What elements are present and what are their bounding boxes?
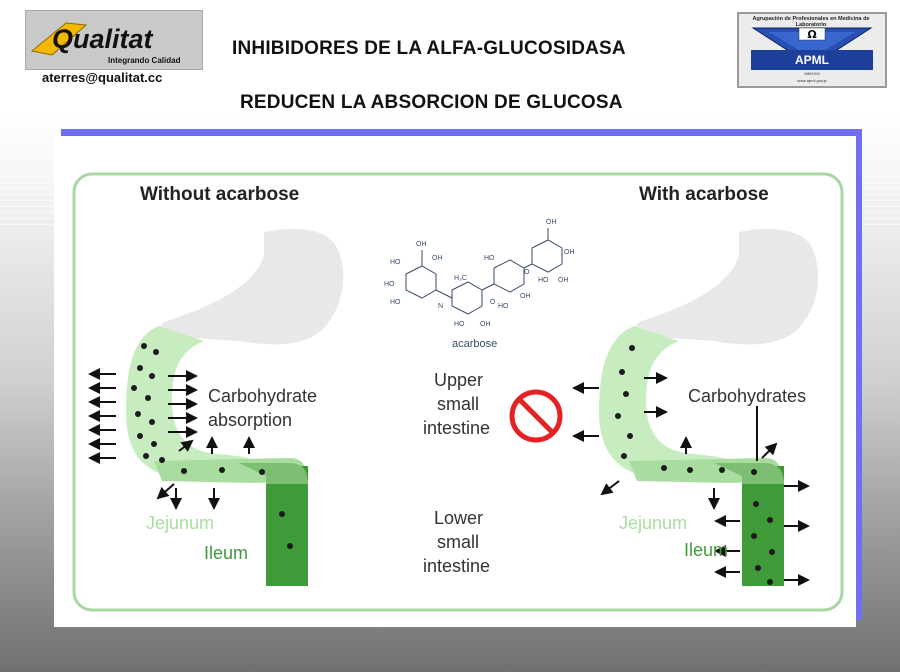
lower-label-2: small	[437, 532, 479, 552]
svg-text:OH: OH	[558, 277, 569, 284]
upper-intestine-left	[126, 326, 279, 476]
svg-text:HO: HO	[538, 277, 549, 284]
ileum-tube-left	[266, 466, 308, 586]
with-acarbose-title: With acarbose	[639, 184, 769, 205]
ileum-label-right: Ileum	[684, 540, 728, 560]
carb-absorption-label-2: absorption	[208, 410, 292, 430]
apml-year: MMXXIII	[804, 71, 820, 76]
apml-web: www.apml.group	[797, 78, 827, 83]
without-acarbose-title: Without acarbose	[140, 184, 299, 205]
lower-label-3: intestine	[423, 556, 490, 576]
svg-text:OH: OH	[546, 219, 557, 226]
glucose-dots-left	[131, 343, 293, 549]
svg-text:O: O	[524, 269, 530, 276]
no-sign-icon	[509, 389, 563, 443]
acarbose-molecule	[405, 228, 563, 315]
svg-text:O: O	[490, 299, 496, 306]
upper-intestine-right	[599, 326, 754, 476]
lower-label-1: Lower	[434, 508, 483, 528]
diagram-frame: Without acarbose With acarbose	[54, 136, 856, 627]
svg-text:HO: HO	[484, 255, 495, 262]
svg-text:N: N	[438, 303, 443, 310]
apml-org-name: Agrupación de Profesionales en Medicina …	[752, 16, 870, 28]
absorption-arrows-left	[88, 368, 255, 510]
svg-text:OH: OH	[564, 249, 575, 256]
svg-text:OH: OH	[520, 293, 531, 300]
jejunum-label-right: Jejunum	[619, 513, 687, 533]
upper-label-1: Upper	[434, 370, 483, 390]
svg-text:HO: HO	[390, 299, 401, 306]
stomach-right	[635, 228, 819, 345]
glucose-dots-right	[615, 345, 775, 585]
molecule-atoms: HO HO HO OH H₃C N HO OH O HO HO OH O OH OH HO OH OH	[384, 219, 575, 328]
page-subtitle: REDUCEN LA ABSORCION DE GLUCOSA	[240, 92, 623, 113]
svg-text:OH: OH	[432, 255, 443, 262]
stomach-left	[160, 228, 344, 345]
upper-label-3: intestine	[423, 418, 490, 438]
svg-text:OH: OH	[416, 241, 427, 248]
svg-text:HO: HO	[390, 259, 401, 266]
acarbose-diagram: Without acarbose With acarbose	[72, 172, 844, 612]
svg-text:HO: HO	[498, 303, 509, 310]
upper-label-2: small	[437, 394, 479, 414]
apml-acronym: APML	[751, 50, 873, 70]
qualitat-logo: Qualitat Integrando Calidad	[25, 10, 203, 70]
bend-left	[239, 463, 308, 484]
page-title: INHIBIDORES DE LA ALFA-GLUCOSIDASA	[232, 38, 626, 59]
acarbose-label: acarbose	[452, 338, 497, 350]
absorption-arrows-right	[572, 372, 810, 586]
apml-logo: Agrupación de Profesionales en Medicina …	[737, 12, 887, 88]
svg-text:HO: HO	[384, 281, 395, 288]
logo-tagline: Integrando Calidad	[108, 56, 181, 65]
logo-wordmark: Qualitat	[52, 24, 154, 54]
carbohydrates-label: Carbohydrates	[688, 386, 806, 406]
ileum-label-left: Ileum	[204, 543, 248, 563]
carb-absorption-label-1: Carbohydrate	[208, 386, 317, 406]
svg-text:OH: OH	[480, 321, 491, 328]
ileum-tube-right	[742, 466, 784, 586]
bend-right	[714, 463, 784, 484]
omega-symbol: Ω	[807, 28, 817, 41]
svg-text:HO: HO	[454, 321, 465, 328]
contact-email[interactable]: aterres@qualitat.cc	[42, 70, 163, 85]
jejunum-label-left: Jejunum	[146, 513, 214, 533]
svg-text:H₃C: H₃C	[454, 275, 467, 282]
